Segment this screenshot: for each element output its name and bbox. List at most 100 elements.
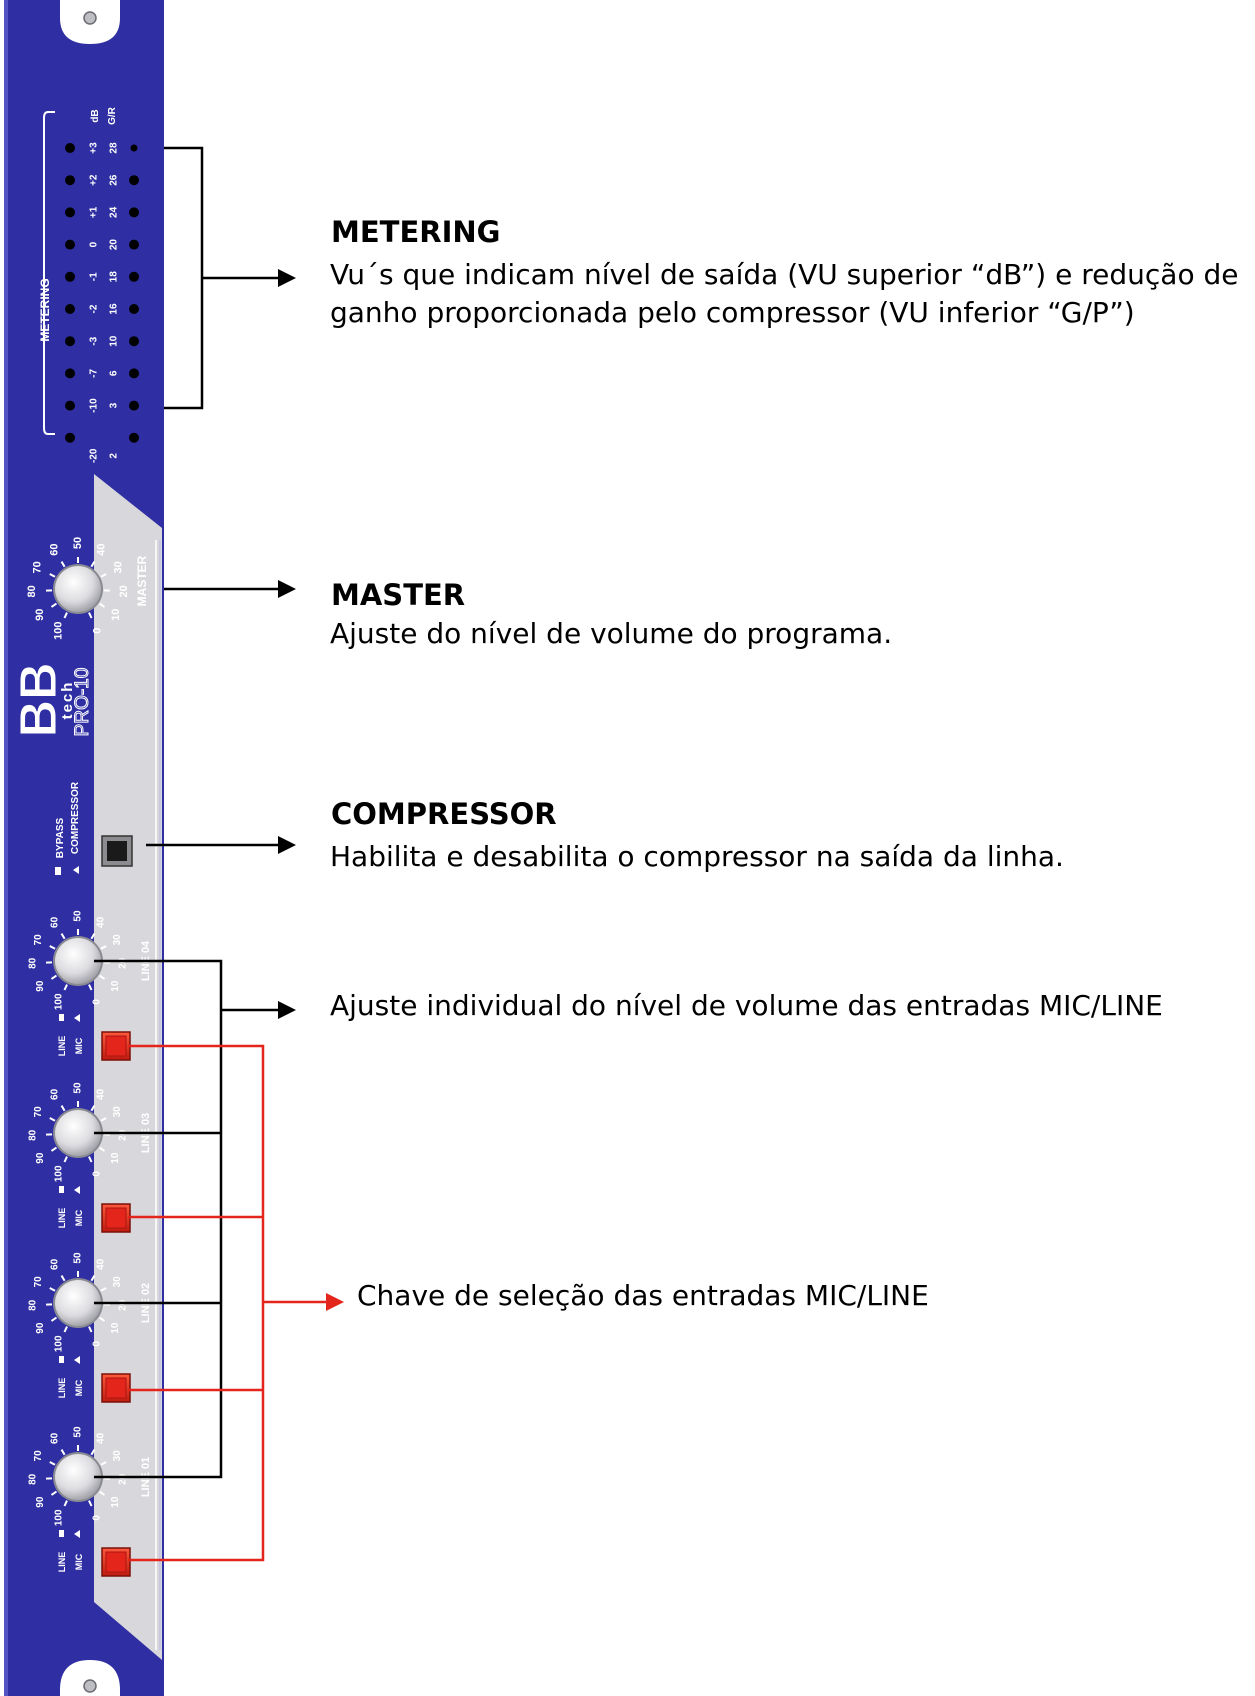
knob-cap[interactable] xyxy=(55,566,101,612)
knob-tick-mark xyxy=(90,1449,96,1456)
knob-cap[interactable] xyxy=(55,1110,101,1156)
knob-tick-label: 50 xyxy=(73,1082,84,1094)
knob-tick-mark xyxy=(50,1490,58,1496)
knob-tick-label: 0 xyxy=(92,999,103,1005)
knob-tick-mark xyxy=(88,1326,93,1333)
meter-db-tick: 0 xyxy=(89,241,100,247)
line-mode-marker xyxy=(59,1530,64,1537)
knob-tick-mark xyxy=(63,1500,68,1507)
meter-led-db xyxy=(65,368,75,379)
compressor-section: BYPASS COMPRESSOR xyxy=(55,781,133,875)
knob-cap[interactable] xyxy=(55,1454,101,1500)
knob-tick-mark xyxy=(98,602,106,608)
meter-db-tick: -2 xyxy=(89,304,100,313)
meter-db-tick: -10 xyxy=(89,398,100,413)
meter-led-db xyxy=(65,175,75,186)
model-name: PRO-10 xyxy=(72,668,93,737)
mic-mode-label: MIC xyxy=(74,1553,84,1570)
knob-tick-label: 40 xyxy=(96,1088,107,1100)
knob-tick-mark xyxy=(50,1316,58,1322)
mic-line-select-switch[interactable] xyxy=(101,1031,131,1061)
knob-tick-label: 40 xyxy=(96,543,108,555)
line-mode-label: LINE xyxy=(57,1208,67,1229)
knob-cap[interactable] xyxy=(55,1280,101,1326)
meter-led-db xyxy=(65,143,75,153)
knob-tick-label: 100 xyxy=(53,622,65,640)
knob-tick-mark xyxy=(50,602,58,608)
meter-gr-tick: 20 xyxy=(109,239,120,251)
meter-gr-tick: 26 xyxy=(109,174,120,186)
meter-gr-tick: 2 xyxy=(109,453,120,459)
meter-led-db xyxy=(65,336,75,347)
knob-tick-mark xyxy=(63,984,68,991)
knob-tick-label: 80 xyxy=(28,1299,39,1311)
knob-tick-mark xyxy=(88,612,93,619)
mic-line-select-switch[interactable] xyxy=(101,1203,131,1233)
master-annotation-title: MASTER xyxy=(331,578,466,612)
knob-tick-label: 40 xyxy=(96,916,107,928)
knob-cap[interactable] xyxy=(55,938,101,984)
knob-tick-label: 100 xyxy=(53,1165,64,1182)
knob-tick-label: 20 xyxy=(117,1299,128,1311)
knob-tick-label: 70 xyxy=(33,1450,44,1462)
knob-tick-mark xyxy=(88,984,93,991)
knob-tick-mark xyxy=(49,1461,56,1466)
knob-tick-label: 10 xyxy=(110,1152,121,1164)
knob-tick-label: 60 xyxy=(49,1432,60,1444)
mic-mode-label: MIC xyxy=(74,1379,84,1396)
mic-mode-marker xyxy=(74,1014,80,1022)
knob-tick-label: 80 xyxy=(28,1129,39,1141)
knob-tick-label: 60 xyxy=(49,1258,60,1270)
knob-tick-label: 30 xyxy=(112,1106,123,1118)
knob-tick-label: 0 xyxy=(91,628,103,634)
knob-tick-mark xyxy=(63,612,68,619)
knob-tick-mark xyxy=(63,1156,68,1163)
meter-db-tick: +1 xyxy=(89,206,100,218)
knob-tick-label: 20 xyxy=(117,1129,128,1141)
master-label: MASTER xyxy=(135,555,149,606)
knob-tick-label: 0 xyxy=(92,1171,103,1177)
knob-tick-label: 50 xyxy=(73,1252,84,1264)
meter-led-db xyxy=(65,207,75,218)
knob-tick-mark xyxy=(60,1449,66,1456)
meter-db-tick: -7 xyxy=(89,369,100,378)
meter-gr-tick: 28 xyxy=(109,142,120,154)
knob-tick-label: 60 xyxy=(49,916,60,928)
line-mode-label: LINE xyxy=(57,1552,67,1573)
compressor-switch[interactable] xyxy=(101,835,133,867)
meter-db-tick: -1 xyxy=(89,272,100,281)
knob-tick-label: 100 xyxy=(53,993,64,1010)
knob-tick-label: 30 xyxy=(112,1276,123,1288)
meter-gr-tick: 18 xyxy=(109,271,120,283)
meter-db-tick: -3 xyxy=(89,336,100,345)
knob-tick-label: 20 xyxy=(117,957,128,969)
knob-tick-label: 20 xyxy=(118,585,130,597)
knob-tick-label: 30 xyxy=(112,1450,123,1462)
metering-db-header: dB xyxy=(90,109,101,122)
brand-sub: tech xyxy=(59,681,76,720)
knob-tick-label: 100 xyxy=(53,1509,64,1526)
knob-tick-mark xyxy=(90,1105,96,1112)
bypass-label: BYPASS xyxy=(55,817,66,858)
knob-tick-mark xyxy=(98,1490,106,1496)
knob-tick-label: 50 xyxy=(73,910,84,922)
knob-tick-mark xyxy=(98,1146,106,1152)
compressor-annotation-text: Habilita e desabilita o compressor na sa… xyxy=(330,840,1064,873)
mic-line-select-switch[interactable] xyxy=(101,1547,131,1577)
knob-tick-mark xyxy=(63,1326,68,1333)
knob-tick-mark xyxy=(60,561,66,568)
knob-tick-mark xyxy=(88,1156,93,1163)
mic-line-select-switch[interactable] xyxy=(101,1373,131,1403)
meter-db-tick: +3 xyxy=(89,142,100,154)
rack-panel xyxy=(4,0,164,1696)
knob-tick-label: 10 xyxy=(110,609,122,621)
metering-annotation-title: METERING xyxy=(331,215,501,249)
